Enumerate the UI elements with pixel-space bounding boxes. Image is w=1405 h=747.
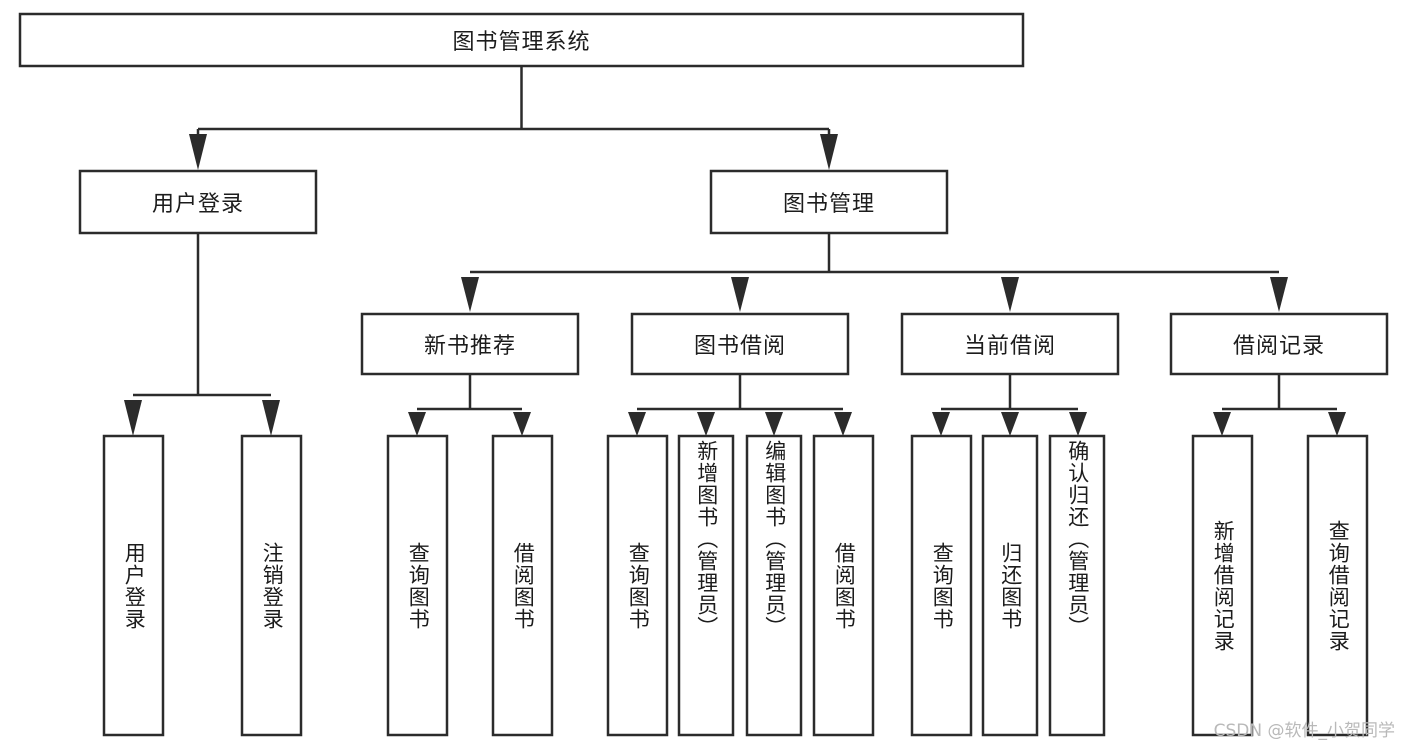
node-leaf-edit-book-box[interactable] [745, 434, 803, 737]
node-leaf-logout-login-box[interactable] [240, 434, 303, 737]
node-leaf-return-book-box[interactable] [981, 434, 1039, 737]
node-leaf-query-book-2-box[interactable] [606, 434, 669, 737]
arrowhead-to-leaf-user-login [124, 400, 142, 436]
arrowhead-to-leaf-query-book-3 [932, 412, 950, 436]
arrowhead-to-borrow-record [1270, 277, 1288, 312]
arrowhead-to-leaf-borrow-book-2 [834, 412, 852, 436]
arrowhead-to-current-borrow [1001, 277, 1019, 312]
node-leaf-query-book-3-box[interactable] [910, 434, 973, 737]
arrowhead-to-user-login [189, 134, 207, 170]
node-leaf-query-borrow-record-box[interactable] [1306, 434, 1369, 737]
arrowhead-to-leaf-edit-book [765, 412, 783, 436]
node-leaf-borrow-book-1-box[interactable] [491, 434, 554, 737]
node-new-book-recommend-box[interactable] [360, 312, 580, 376]
node-leaf-confirm-return-box[interactable] [1048, 434, 1106, 737]
node-leaf-borrow-book-2-box[interactable] [812, 434, 875, 737]
arrowhead-to-leaf-query-book-1 [408, 412, 426, 436]
arrowhead-to-leaf-return-book [1001, 412, 1019, 436]
node-current-borrow-box[interactable] [900, 312, 1120, 376]
arrowhead-to-leaf-add-book [697, 412, 715, 436]
arrowhead-to-leaf-borrow-book-1 [513, 412, 531, 436]
arrowhead-to-leaf-query-borrow-record [1328, 412, 1346, 436]
arrowhead-to-book-borrow [731, 277, 749, 312]
node-leaf-user-login-box[interactable] [102, 434, 165, 737]
arrowhead-to-new-book-recommend [461, 277, 479, 312]
arrowhead-to-leaf-logout-login [262, 400, 280, 436]
node-leaf-add-borrow-record-box[interactable] [1191, 434, 1254, 737]
arrowhead-to-leaf-query-book-2 [628, 412, 646, 436]
arrowhead-to-leaf-confirm-return [1069, 412, 1087, 436]
arrowhead-to-leaf-add-borrow-record [1213, 412, 1231, 436]
node-leaf-add-book-box[interactable] [677, 434, 735, 737]
node-root-box[interactable] [18, 12, 1025, 68]
node-book-borrow-box[interactable] [630, 312, 850, 376]
node-leaf-query-book-1-box[interactable] [386, 434, 449, 737]
arrowhead-to-book-management [820, 134, 838, 170]
node-user-login-box[interactable] [78, 169, 318, 235]
node-book-management-box[interactable] [709, 169, 949, 235]
node-borrow-record-box[interactable] [1169, 312, 1389, 376]
